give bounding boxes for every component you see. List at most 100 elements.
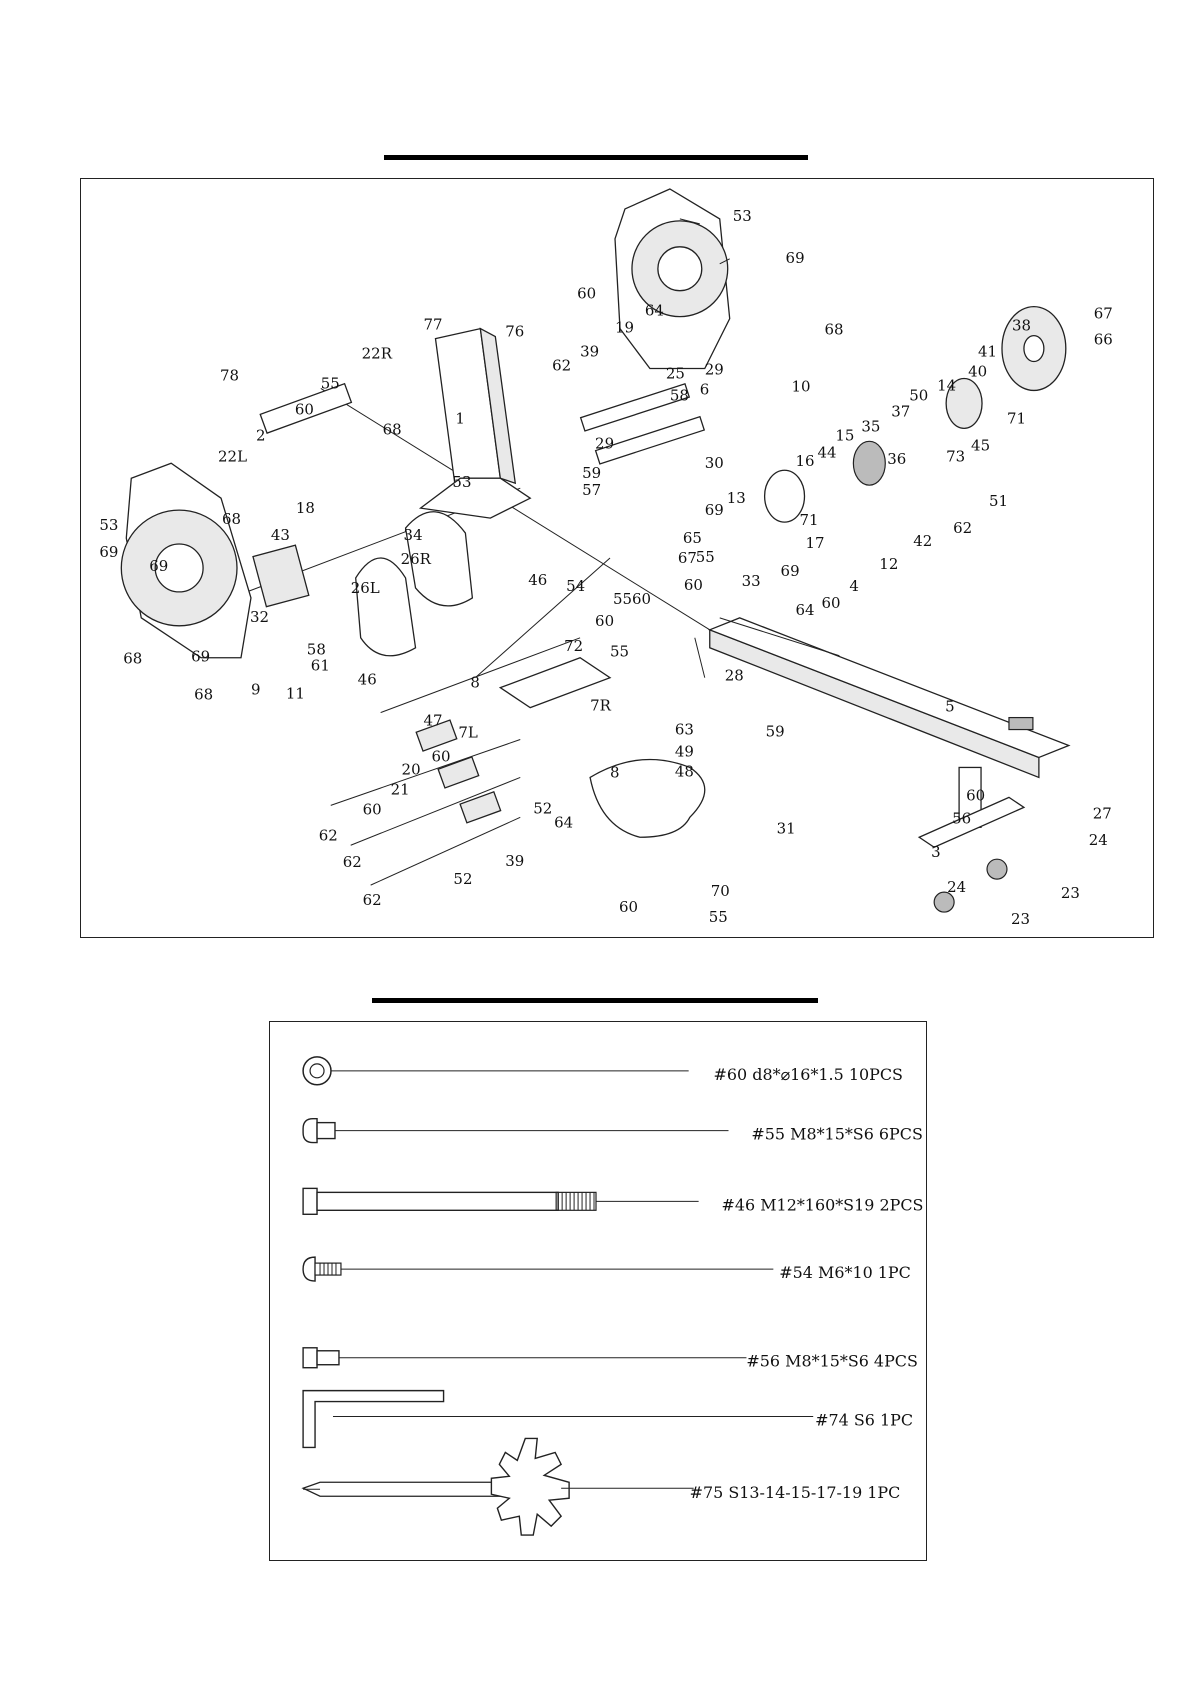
callout-22r: 22R <box>362 345 393 363</box>
callout-62b: 62 <box>953 519 972 537</box>
callout-20: 20 <box>402 760 421 778</box>
callout-7r: 7R <box>590 697 612 715</box>
screw-icon <box>302 1256 342 1282</box>
callout-45: 45 <box>971 436 990 454</box>
callout-67b: 67 <box>678 549 697 567</box>
callout-4: 4 <box>849 577 859 595</box>
callout-60b: 60 <box>295 400 314 418</box>
belt-wheel <box>852 440 886 486</box>
callout-60d: 60 <box>632 590 651 608</box>
callout-39b: 39 <box>505 852 524 870</box>
bolt-icon <box>302 1117 336 1144</box>
callout-26l: 26L <box>351 579 380 597</box>
callout-36: 36 <box>887 450 906 468</box>
bolt-icon-56 <box>302 1347 340 1369</box>
callout-10: 10 <box>792 377 811 395</box>
callout-58: 58 <box>670 386 689 404</box>
exploded-view-diagram: 53 69 60 64 19 39 68 67 66 38 77 76 62 1… <box>80 178 1154 938</box>
hardware-title-bar <box>372 998 818 1003</box>
callout-69: 69 <box>786 249 805 267</box>
callout-34: 34 <box>404 526 423 544</box>
callout-42: 42 <box>913 532 932 550</box>
callout-31: 31 <box>777 819 796 837</box>
callout-68: 68 <box>824 321 843 339</box>
multi-wrench-icon <box>301 1437 570 1536</box>
callout-49: 49 <box>675 742 694 760</box>
upright-post <box>418 327 532 519</box>
end-cap <box>1008 716 1034 731</box>
washer-icon <box>302 1056 332 1086</box>
callout-1: 1 <box>455 409 465 427</box>
callout-46b: 46 <box>358 671 377 689</box>
handlebar <box>259 382 353 434</box>
callout-68b: 68 <box>383 420 402 438</box>
callout-55e: 55 <box>709 908 728 926</box>
hardware-item-54: #54 M6*10 1PC <box>779 1263 911 1282</box>
callout-11: 11 <box>286 685 305 703</box>
callout-59b: 59 <box>766 723 785 741</box>
callout-33: 33 <box>742 572 761 590</box>
diagram-title-bar <box>384 155 808 160</box>
callout-53c: 53 <box>99 516 118 534</box>
callout-55: 55 <box>321 374 340 392</box>
main-frame-tube <box>707 617 1071 779</box>
pulley <box>945 377 983 429</box>
hardware-item-75: #75 S13-14-15-17-19 1PC <box>690 1483 901 1502</box>
rear-stabilizer <box>917 766 1026 913</box>
callout-30: 30 <box>705 454 724 472</box>
callout-62d: 62 <box>343 853 362 871</box>
callout-60e: 60 <box>595 612 614 630</box>
callout-69d: 69 <box>149 557 168 575</box>
callout-70: 70 <box>711 882 730 900</box>
callout-52b: 52 <box>453 870 472 888</box>
rollers <box>579 382 706 465</box>
callout-71: 71 <box>1007 409 1026 427</box>
callout-60j: 60 <box>619 898 638 916</box>
callout-62e: 62 <box>363 891 382 909</box>
callout-13: 13 <box>727 489 746 507</box>
callout-24b: 24 <box>947 878 966 896</box>
callout-24: 24 <box>1089 831 1108 849</box>
callout-62: 62 <box>552 356 571 374</box>
callout-65: 65 <box>683 529 702 547</box>
callout-60g: 60 <box>431 747 450 765</box>
hardware-item-46: #46 M12*160*S19 2PCS <box>722 1195 924 1214</box>
callout-23b: 23 <box>1011 910 1030 928</box>
callout-56: 56 <box>952 809 971 827</box>
callout-63: 63 <box>675 721 694 739</box>
callout-61: 61 <box>311 657 330 675</box>
callout-53b: 53 <box>452 473 471 491</box>
callout-9: 9 <box>251 681 261 699</box>
callout-16: 16 <box>796 452 815 470</box>
callout-47: 47 <box>424 712 443 730</box>
callout-60c: 60 <box>684 576 703 594</box>
callout-27: 27 <box>1093 804 1112 822</box>
callout-68c: 68 <box>222 510 241 528</box>
callout-69c: 69 <box>99 543 118 561</box>
callout-39: 39 <box>580 343 599 361</box>
callout-26r: 26R <box>401 550 432 568</box>
callout-37: 37 <box>891 402 910 420</box>
flywheel <box>1001 306 1067 392</box>
hardware-item-74: #74 S6 1PC <box>815 1411 913 1430</box>
callout-23: 23 <box>1061 884 1080 902</box>
callout-71b: 71 <box>800 511 819 529</box>
callout-69e: 69 <box>781 562 800 580</box>
callout-40: 40 <box>968 362 987 380</box>
callout-59: 59 <box>582 464 601 482</box>
callout-54: 54 <box>566 577 585 595</box>
right-side-cover <box>614 188 731 370</box>
callout-66: 66 <box>1094 331 1113 349</box>
crank-wheel <box>763 469 806 523</box>
slide-rollers <box>415 719 502 824</box>
callout-2: 2 <box>256 426 266 444</box>
callout-29b: 29 <box>595 434 614 452</box>
hardware-item-60: #60 d8*⌀16*1.5 10PCS <box>714 1065 903 1084</box>
callout-22l: 22L <box>218 447 247 465</box>
callout-8: 8 <box>470 674 480 692</box>
callout-69b: 69 <box>705 501 724 519</box>
callout-64: 64 <box>645 302 664 320</box>
callout-78: 78 <box>220 366 239 384</box>
right-pedal <box>404 511 474 607</box>
callout-60h: 60 <box>363 800 382 818</box>
